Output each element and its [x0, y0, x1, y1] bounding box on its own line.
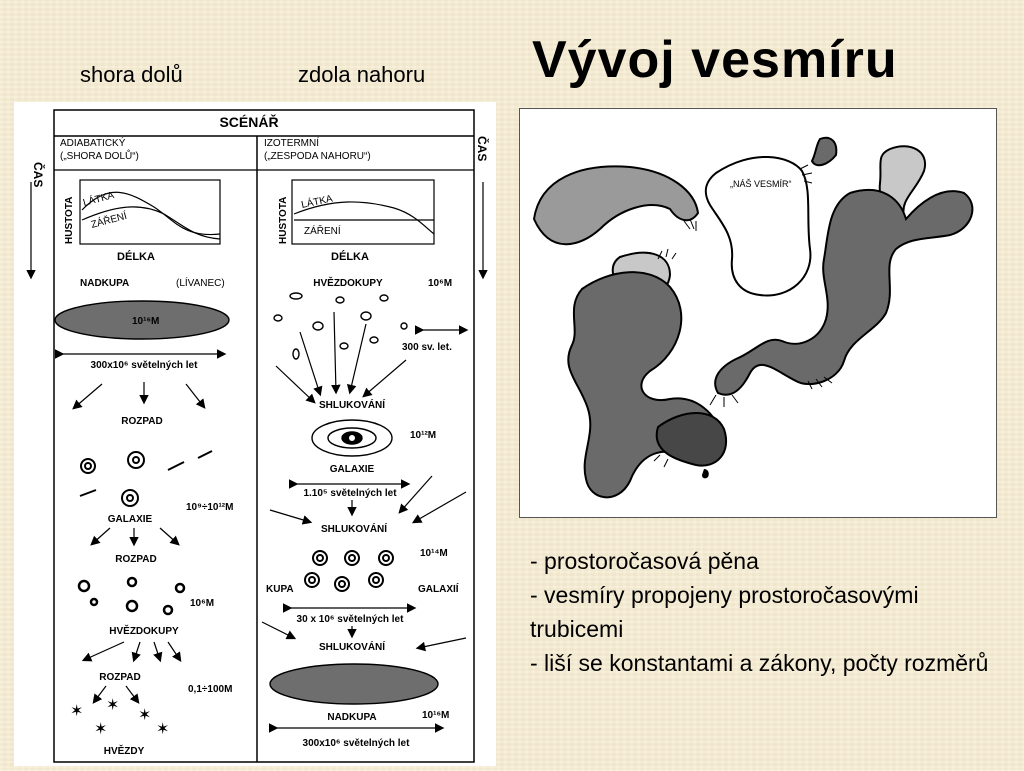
- spacetime-foam-svg: „NÁŠ VESMÍR“: [532, 136, 974, 499]
- right-size1: 300 sv. let.: [402, 342, 452, 353]
- right-star-clusters: [273, 292, 408, 360]
- left-mass4: 0,1÷100M: [188, 684, 232, 695]
- left-clusters-label: HVĚZDOKUPY: [109, 624, 179, 637]
- svg-text:✶: ✶: [94, 721, 107, 738]
- foam-our-universe-label: „NÁŠ VESMÍR“: [730, 179, 792, 189]
- left-stars: ✶ ✶ ✶ ✶ ✶: [70, 697, 169, 738]
- right-radiation-label: ZÁŘENÍ: [304, 224, 341, 237]
- left-decay2: ROZPAD: [115, 554, 156, 565]
- left-heading-2: („SHORA DOLŮ“): [60, 149, 139, 162]
- right-axis-x: DÉLKA: [331, 250, 369, 263]
- left-mass3: 10⁶M: [190, 598, 214, 609]
- left-supercluster-label: NADKUPA: [80, 278, 129, 289]
- left-decay1: ROZPAD: [121, 416, 162, 427]
- left-supercluster-pancake: [54, 300, 230, 340]
- left-radiation-curve: [81, 206, 221, 240]
- bullet-list: - prostoročasová pěna - vesmíry propojen…: [530, 544, 1010, 680]
- right-mass2: 10¹²M: [410, 430, 436, 441]
- right-density-graph: [291, 179, 435, 245]
- right-size4: 300x10⁶ světelných let: [303, 738, 411, 749]
- right-clustering1: SHLUKOVÁNÍ: [319, 398, 385, 411]
- right-mass3: 10¹⁴M: [420, 548, 448, 559]
- right-matter-curve: [293, 201, 435, 235]
- right-supercluster: [269, 663, 439, 705]
- right-size3: 30 x 10⁶ světelných let: [297, 614, 405, 625]
- left-density-graph: [79, 179, 221, 245]
- time-label-left: ČAS: [31, 162, 46, 187]
- right-size2: 1.10⁵ světelných let: [303, 488, 397, 499]
- diagram-frame: [53, 109, 475, 763]
- foam-universes: [532, 136, 974, 499]
- right-galaxy-cluster: [304, 550, 394, 592]
- right-axis-y: HUSTOTA: [278, 197, 289, 244]
- left-pancake-label: (LÍVANEC): [176, 276, 225, 289]
- spacetime-foam-image: „NÁŠ VESMÍR“: [519, 108, 997, 518]
- svg-text:✶: ✶: [106, 697, 119, 714]
- time-label-right: ČAS: [475, 136, 490, 161]
- left-radiation-label: ZÁŘENÍ: [89, 209, 128, 231]
- right-cluster-label: KUPA: [266, 584, 294, 595]
- left-stars-label: HVĚZDY: [104, 744, 145, 757]
- scenario-diagram: SCÉNÁŘ ČAS ČAS ADIABATICKÝ („SHORA DOLŮ“…: [14, 102, 496, 766]
- bullet-item: - liší se konstantami a zákony, počty ro…: [530, 650, 989, 676]
- left-mass2: 10⁹÷10¹²M: [186, 502, 233, 513]
- right-heading-1: IZOTERMNÍ: [264, 136, 319, 149]
- right-galaxy-label: GALAXIE: [330, 464, 375, 475]
- right-clusters-label: HVĚZDOKUPY: [313, 276, 383, 289]
- right-matter-label: LÁTKA: [300, 192, 334, 211]
- label-bottom-up: zdola nahoru: [298, 62, 426, 87]
- foam-throats: [653, 164, 833, 468]
- scenario-diagram-svg: SCÉNÁŘ ČAS ČAS ADIABATICKÝ („SHORA DOLŮ“…: [26, 109, 490, 763]
- left-galaxy-label: GALAXIE: [108, 514, 153, 525]
- label-top-down: shora dolů: [80, 62, 183, 87]
- bullet-item: - vesmíry propojeny prostoročasovými tru…: [530, 582, 919, 642]
- slide-title: Vývoj vesmíru: [532, 31, 898, 89]
- svg-text:✶: ✶: [138, 707, 151, 724]
- left-star-clusters: [77, 576, 186, 616]
- right-supercluster-label: NADKUPA: [327, 712, 376, 723]
- right-clustering3: SHLUKOVÁNÍ: [319, 640, 385, 653]
- left-mass1: 10¹⁶M: [132, 316, 159, 327]
- svg-text:✶: ✶: [156, 721, 169, 738]
- right-clustering2: SHLUKOVÁNÍ: [321, 522, 387, 535]
- left-size1: 300x10⁶ světelných let: [91, 360, 199, 371]
- svg-text:✶: ✶: [70, 703, 83, 720]
- left-axis-y: HUSTOTA: [64, 197, 75, 244]
- diagram-header: SCÉNÁŘ: [219, 113, 278, 130]
- bullet-item: - prostoročasová pěna: [530, 548, 759, 574]
- right-mass1: 10⁶M: [428, 278, 452, 289]
- right-heading-2: („ZESPODA NAHORU“): [264, 151, 371, 162]
- left-spiral-galaxies: [80, 451, 145, 507]
- left-decay3: ROZPAD: [99, 672, 140, 683]
- right-mass4: 10¹⁶M: [422, 710, 449, 721]
- left-matter-label: LÁTKA: [81, 188, 115, 209]
- right-galaxies-label: GALAXIÍ: [418, 582, 459, 595]
- left-heading-1: ADIABATICKÝ: [60, 136, 126, 149]
- left-axis-x: DÉLKA: [117, 250, 155, 263]
